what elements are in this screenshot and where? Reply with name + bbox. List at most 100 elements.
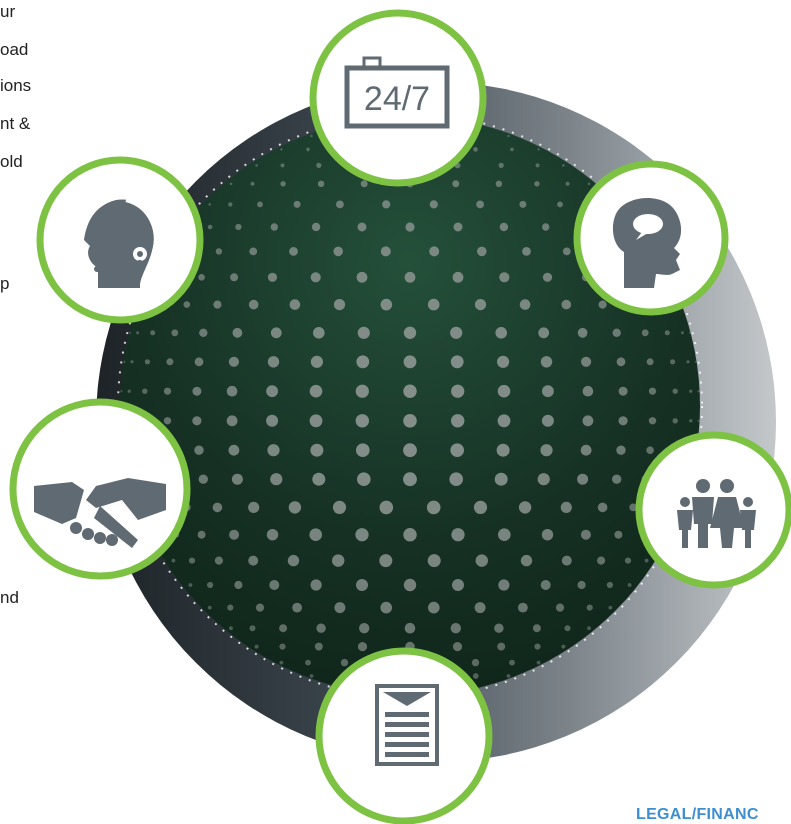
sphere-dot [498, 528, 511, 541]
node-partnership[interactable] [9, 398, 191, 580]
sphere-dot [226, 385, 238, 397]
sphere-dot [305, 659, 311, 666]
sphere-dot [680, 331, 684, 335]
node-legal-financial[interactable] [315, 647, 493, 824]
sphere-dot [587, 626, 591, 631]
sphere-dot [451, 414, 465, 428]
sphere-dot [403, 414, 417, 428]
sphere-dot [562, 164, 565, 167]
sphere-dot [518, 501, 532, 514]
sphere-dot [648, 387, 657, 395]
sphere-dot [356, 355, 370, 369]
document-icon [375, 684, 439, 766]
sphere-dot [473, 147, 478, 152]
sphere-dot [267, 356, 280, 368]
sphere-dot [120, 390, 123, 393]
node-family[interactable] [635, 431, 791, 589]
sphere-dot [474, 299, 487, 311]
sphere-dot [561, 555, 572, 566]
sphere-dot [560, 501, 572, 513]
sphere-dot [270, 223, 278, 231]
sphere-dot [450, 443, 465, 458]
sphere-dot [293, 200, 301, 208]
sphere-dot [248, 555, 259, 566]
sphere-dot [287, 554, 300, 567]
sphere-dot [697, 390, 700, 393]
sphere-dot [188, 557, 196, 564]
sphere-dot [360, 180, 368, 188]
left-text-line-5: old [0, 152, 23, 171]
node-mental-health[interactable] [573, 160, 729, 316]
sphere-dot [428, 601, 440, 614]
sphere-dot [471, 658, 480, 667]
sphere-dot [199, 328, 208, 337]
sphere-dot [312, 472, 326, 486]
sphere-dot [565, 181, 570, 186]
sphere-dot [403, 528, 417, 542]
sphere-dot [340, 658, 349, 667]
sphere-dot [359, 623, 370, 634]
sphere-dot [536, 660, 541, 665]
sphere-dot [310, 579, 322, 591]
sphere-dot [214, 556, 223, 565]
sphere-dot [248, 501, 260, 513]
sphere-dot [249, 247, 258, 256]
sphere-dot [379, 500, 394, 515]
sphere-dot [257, 201, 263, 208]
sphere-dot [232, 327, 243, 338]
sphere-dot [475, 554, 488, 567]
sphere-dot [207, 224, 213, 230]
node-24-7[interactable]: 24/7 [309, 9, 487, 187]
sphere-dot [580, 444, 592, 456]
sphere-dot [163, 387, 172, 395]
sphere-dot [316, 623, 326, 633]
sphere-dot [646, 446, 654, 455]
sphere-dot [562, 247, 571, 256]
sphere-dot [694, 360, 697, 363]
left-text-line-4: nt & [0, 114, 31, 133]
left-text-line-6: p [0, 274, 10, 293]
sphere-dot [403, 326, 417, 339]
sphere-dot [150, 330, 156, 336]
sphere-dot [616, 445, 626, 455]
family-icon [677, 479, 756, 548]
sphere-dot [555, 603, 565, 612]
sphere-dot [494, 472, 508, 486]
sphere-dot [357, 642, 368, 652]
clock-text: 24/7 [364, 80, 430, 118]
sphere-dot [477, 246, 487, 257]
sphere-dot [577, 473, 589, 485]
sphere-dot [309, 414, 323, 428]
sphere-dot [542, 385, 554, 398]
sphere-dot [498, 579, 510, 591]
sphere-dot [672, 418, 678, 424]
sphere-dot [522, 247, 531, 256]
sphere-dot [171, 558, 176, 563]
sphere-dot [582, 415, 594, 427]
sphere-dot [226, 415, 238, 427]
sphere-dot [130, 360, 134, 364]
sphere-dot [289, 247, 298, 256]
node-support[interactable] [36, 156, 204, 324]
sphere-dot [249, 625, 256, 632]
sphere-dot [537, 148, 540, 151]
sphere-dot [629, 503, 638, 512]
sphere-dotted-outline [117, 113, 703, 699]
sphere-dot [542, 223, 550, 231]
sphere-dot [507, 134, 510, 138]
sphere-dot [541, 414, 554, 427]
sphere-dot [183, 301, 191, 308]
sphere-dot [597, 502, 608, 513]
sphere-dot [194, 357, 204, 367]
sphere-dot [451, 528, 465, 542]
sphere-dot [403, 384, 417, 398]
sphere-dot [311, 222, 321, 232]
sphere-dot [403, 472, 417, 487]
headset-agent-icon [84, 198, 158, 288]
sphere-dot [316, 162, 322, 168]
sphere-dot [228, 444, 240, 456]
sphere-dot [538, 327, 550, 339]
sphere-dot [534, 181, 540, 187]
head-thought-bubble-icon [612, 197, 682, 288]
